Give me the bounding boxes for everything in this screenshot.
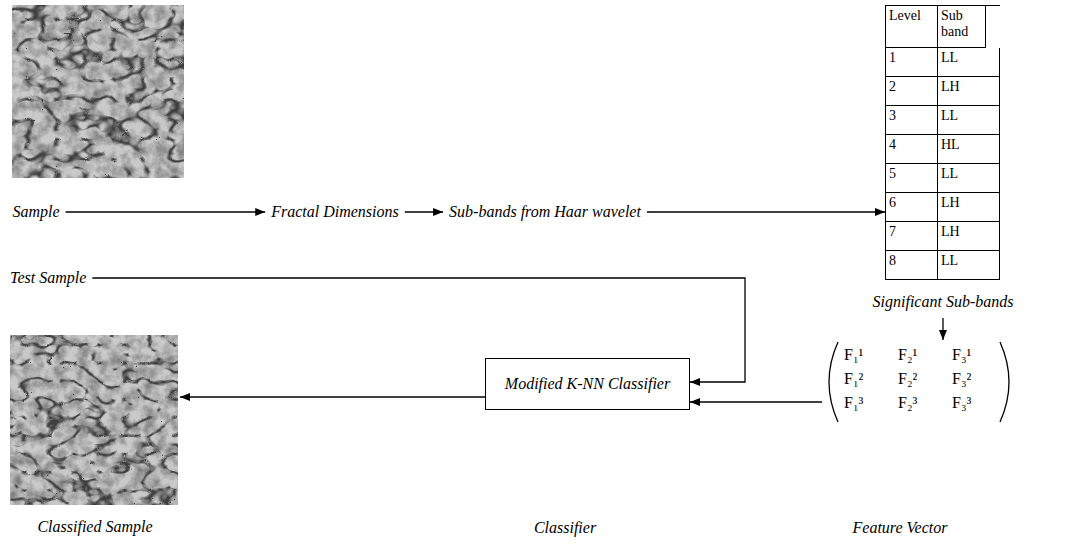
feature-entry: F₁¹: [844, 345, 898, 369]
box-label: Modified K-NN Classifier: [505, 374, 670, 394]
table-cell: 5: [886, 164, 938, 193]
stage-label: Sub-bands from Haar wavelet: [449, 202, 641, 222]
feature-matrix: F₁¹F₂¹F₃¹ F₁²F₂²F₃² F₁³F₂³F₃³: [822, 340, 1016, 424]
flow-arrow: [180, 396, 485, 397]
column-label: Feature Vector: [853, 518, 948, 538]
left-bracket: [829, 342, 838, 422]
matrix-grid: F₁¹F₂¹F₃¹ F₁²F₂²F₃² F₁³F₂³F₃³: [822, 340, 1016, 424]
text-label: Significant Sub-bands: [873, 292, 1014, 312]
table-cell: 4: [886, 135, 938, 164]
table-cell: 3: [886, 106, 938, 135]
flow-arrow: [405, 211, 443, 212]
feature-entry: F₃³: [952, 393, 1006, 417]
table-grid: LevelSub band1LL2LH3LL4HL5LL6LH7LH8LL: [885, 5, 1000, 280]
flow-arrow: [66, 211, 266, 212]
feature-entry: F₂²: [898, 369, 952, 393]
table-cell: LH: [938, 77, 1000, 106]
feature-entry: F₁³: [844, 393, 898, 417]
table-cell: 6: [886, 193, 938, 222]
text-label: Test Sample: [10, 268, 86, 288]
feature-entry: F₃¹: [952, 345, 1006, 369]
feature-entry: F₂¹: [898, 345, 952, 369]
flow-arrow: [690, 401, 822, 402]
text-label: Classified Sample: [37, 517, 152, 537]
table-cell: 1: [886, 48, 938, 77]
column-label: Classifier: [534, 518, 596, 538]
input-label: Test Sample: [10, 268, 86, 288]
table-cell: 7: [886, 222, 938, 251]
text-label: Fractal Dimensions: [271, 202, 399, 222]
sample-texture: [12, 5, 184, 178]
table-header: Level: [886, 6, 938, 48]
feature-entry: F₃²: [952, 369, 1006, 393]
table-cell: LL: [938, 48, 1000, 77]
table-cell: LL: [938, 106, 1000, 135]
flow-arrow: [647, 211, 885, 212]
feature-entry: F₂³: [898, 393, 952, 417]
process-box: Modified K-NN Classifier: [485, 358, 690, 410]
table-cell: HL: [938, 135, 1000, 164]
table-cell: 8: [886, 251, 938, 280]
table-cell: 2: [886, 77, 938, 106]
output-sample: Classified Sample: [10, 335, 180, 537]
text-label: Sub-bands from Haar wavelet: [449, 202, 641, 222]
feature-entry: F₁²: [844, 369, 898, 393]
table-cell: LL: [938, 251, 1000, 280]
table-cell: LL: [938, 164, 1000, 193]
label-holder: Feature Vector: [853, 518, 948, 538]
flow-arrow: [942, 318, 943, 340]
label-holder: Classifier: [534, 518, 596, 538]
stage-label: Fractal Dimensions: [271, 202, 399, 222]
right-bracket: [1000, 342, 1009, 422]
classified-texture: [10, 335, 178, 505]
text-label: Sample: [12, 202, 59, 222]
table-caption: Significant Sub-bands: [873, 292, 1014, 312]
stage-label: Sample: [12, 202, 59, 222]
table-cell: LH: [938, 222, 1000, 251]
subband-table: LevelSub band1LL2LH3LL4HL5LL6LH7LH8LL: [885, 5, 1000, 280]
table-header: Sub band: [938, 6, 986, 48]
table-cell: LH: [938, 193, 1000, 222]
